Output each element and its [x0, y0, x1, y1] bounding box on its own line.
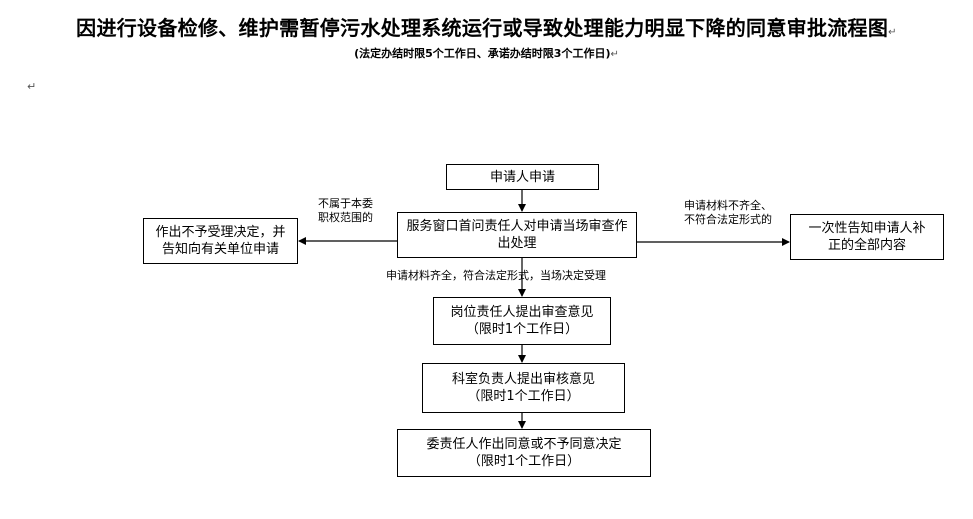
node-committee-decision: 委责任人作出同意或不予同意决定（限时1个工作日）	[397, 429, 651, 477]
node-section-review: 科室负责人提出审核意见（限时1个工作日）	[422, 363, 625, 413]
page-title: 因进行设备检修、维护需暂停污水处理系统运行或导致处理能力明显下降的同意审批流程图…	[76, 16, 897, 40]
node-notify-applicant: 一次性告知申请人补正的全部内容	[790, 214, 944, 260]
page-subtitle: (法定办结时限5个工作日、承诺办结时限3个工作日)↵	[354, 47, 619, 60]
node-apply: 申请人申请	[446, 164, 599, 190]
node-window-review: 服务窗口首问责任人对申请当场审查作出处理	[397, 212, 637, 258]
edge-label-incomplete: 申请材料不齐全、 不符合法定形式的	[684, 199, 772, 226]
paragraph-mark: ↵	[27, 80, 37, 93]
edge-label-not-in-scope: 不属于本委 职权范围的	[318, 197, 373, 224]
edge-label-accepted: 申请材料齐全，符合法定形式，当场决定受理	[386, 269, 606, 282]
node-reject-decision: 作出不予受理决定，并告知向有关单位申请	[143, 218, 298, 264]
node-post-review: 岗位责任人提出审查意见（限时1个工作日）	[433, 297, 611, 345]
